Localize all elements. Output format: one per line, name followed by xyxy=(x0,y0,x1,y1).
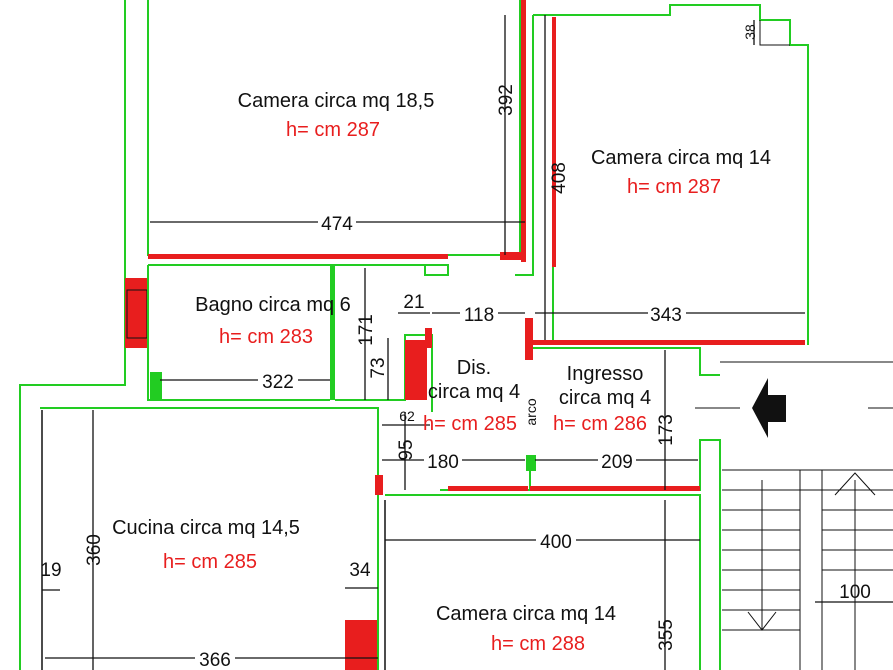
dim-label: 173 xyxy=(656,414,677,446)
dim-label: 400 xyxy=(540,532,572,553)
room-height: h= cm 285 xyxy=(163,551,257,573)
room-name: Bagno circa mq 6 xyxy=(195,294,351,316)
dim-label: 34 xyxy=(349,560,371,581)
walls xyxy=(19,0,893,670)
dim-label: 118 xyxy=(464,305,494,326)
dim-label: 209 xyxy=(601,452,633,473)
room-name: Dis. xyxy=(457,357,491,379)
room-height: h= cm 287 xyxy=(286,119,380,141)
room-name-line2: circa mq 4 xyxy=(559,387,651,409)
dim-label: 408 xyxy=(549,162,570,194)
room-height: h= cm 285 xyxy=(423,413,517,435)
dim-label: 73 xyxy=(368,357,389,378)
room-height: h= cm 286 xyxy=(553,413,647,435)
room-name: Camera circa mq 14 xyxy=(591,147,771,169)
dim-label: 366 xyxy=(199,650,231,670)
dim-label: 474 xyxy=(321,214,353,235)
room-height: h= cm 283 xyxy=(219,326,313,348)
dim-label: 95 xyxy=(396,439,417,460)
dim-label: 355 xyxy=(656,619,677,651)
dim-label: 21 xyxy=(403,292,424,313)
dim-label: 19 xyxy=(40,560,61,581)
dim-label: 171 xyxy=(356,314,377,346)
dim-label: 100 xyxy=(839,582,871,603)
staircase xyxy=(722,469,893,670)
dim-label: 62 xyxy=(399,408,415,424)
dimension-labels: 474 392 408 38 343 118 21 171 73 322 62 … xyxy=(40,24,870,670)
arco-label: arco xyxy=(523,398,539,425)
dim-label: 392 xyxy=(496,84,517,116)
room-name: Camera circa mq 18,5 xyxy=(238,90,435,112)
dim-label: 322 xyxy=(262,372,294,393)
room-name-line2: circa mq 4 xyxy=(428,381,520,403)
entrance-arrow-icon xyxy=(752,378,786,438)
room-name: Cucina circa mq 14,5 xyxy=(112,517,300,539)
dim-label: 343 xyxy=(650,305,682,326)
room-name: Camera circa mq 14 xyxy=(436,603,616,625)
dim-label: 360 xyxy=(84,534,105,566)
dim-label: 38 xyxy=(742,24,758,40)
room-height: h= cm 287 xyxy=(627,176,721,198)
room-height: h= cm 288 xyxy=(491,633,585,655)
dim-label: 180 xyxy=(427,452,459,473)
room-name: Ingresso xyxy=(567,363,644,385)
